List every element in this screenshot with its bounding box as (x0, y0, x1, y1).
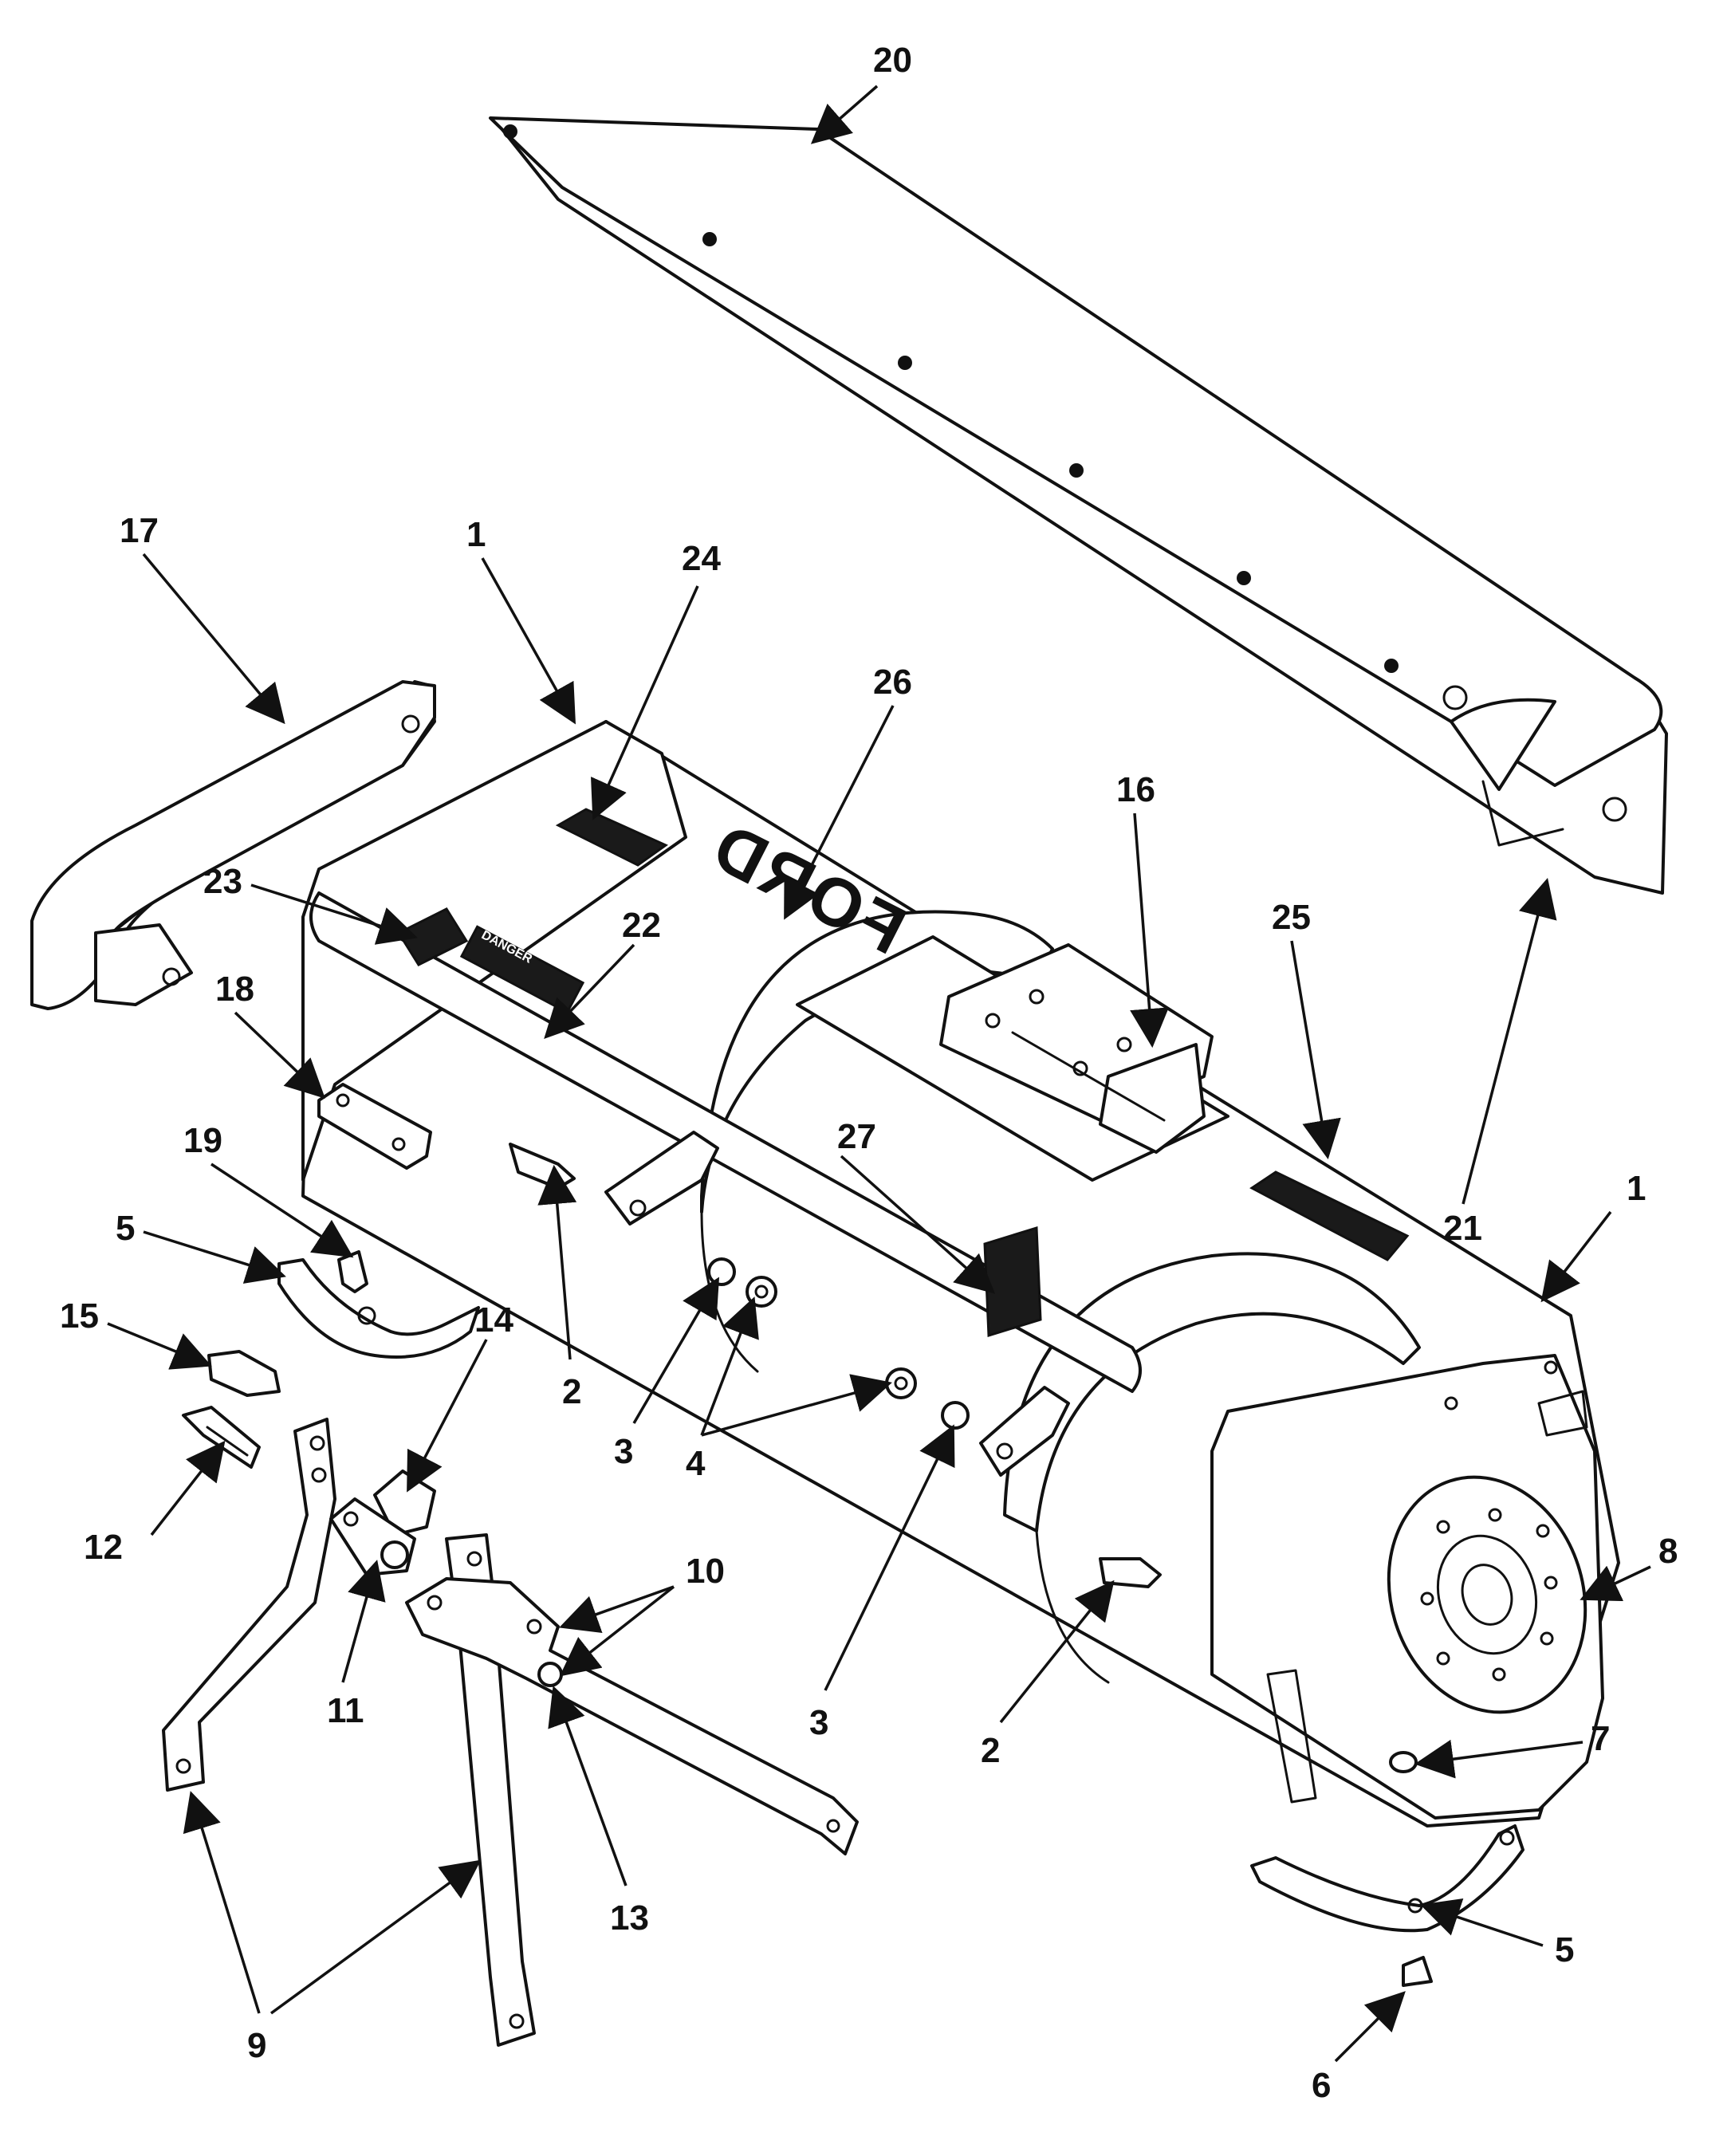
callout-4: 4 (686, 1444, 706, 1483)
callout-1-right: 1 (1627, 1169, 1646, 1208)
callout-2-left: 2 (562, 1372, 581, 1411)
callout-16: 16 (1116, 770, 1155, 809)
callout-23: 23 (203, 862, 242, 901)
callout-labels: 20 17 1 24 26 16 25 21 23 22 18 19 5 15 … (60, 41, 1678, 2105)
callout-17: 17 (120, 511, 159, 550)
callout-14: 14 (474, 1300, 513, 1340)
callout-6: 6 (1312, 2066, 1331, 2105)
callout-1-left: 1 (466, 515, 486, 554)
nut-6 (1402, 1956, 1433, 1987)
callout-11: 11 (327, 1691, 364, 1730)
callout-26: 26 (873, 663, 912, 702)
callout-2-right: 2 (981, 1731, 1000, 1770)
callout-leaders (107, 85, 1651, 2063)
callout-18: 18 (215, 970, 254, 1009)
callout-9: 9 (247, 2026, 266, 2065)
skid-shoe-left (277, 1258, 480, 1359)
callout-3-right: 3 (809, 1703, 828, 1742)
side-support-bracket (30, 680, 436, 1010)
skid-shoe-right (1250, 1824, 1525, 1933)
callout-20: 20 (873, 41, 912, 80)
callout-13: 13 (610, 1898, 649, 1938)
bolt-12 (182, 1406, 261, 1469)
callout-8: 8 (1658, 1532, 1678, 1571)
callout-5-right: 5 (1555, 1930, 1574, 1969)
hitch-arm-left (162, 1418, 336, 1792)
callout-19: 19 (183, 1121, 222, 1160)
callout-24: 24 (682, 539, 721, 578)
bolt-15 (207, 1350, 281, 1397)
callout-3-left: 3 (614, 1432, 633, 1471)
callout-27: 27 (837, 1117, 876, 1156)
hitch-brace-10 (405, 1577, 859, 1855)
callout-10: 10 (686, 1552, 725, 1591)
callout-25: 25 (1272, 898, 1311, 937)
callout-22: 22 (622, 906, 661, 945)
callout-15: 15 (60, 1296, 99, 1336)
rear-shield-hood (489, 116, 1668, 895)
callout-5-left: 5 (116, 1209, 135, 1248)
callout-7: 7 (1591, 1719, 1610, 1758)
bolt-19 (337, 1250, 368, 1293)
callout-12: 12 (84, 1528, 123, 1567)
instruction-decal (1249, 1170, 1410, 1261)
callout-21: 21 (1443, 1209, 1482, 1248)
